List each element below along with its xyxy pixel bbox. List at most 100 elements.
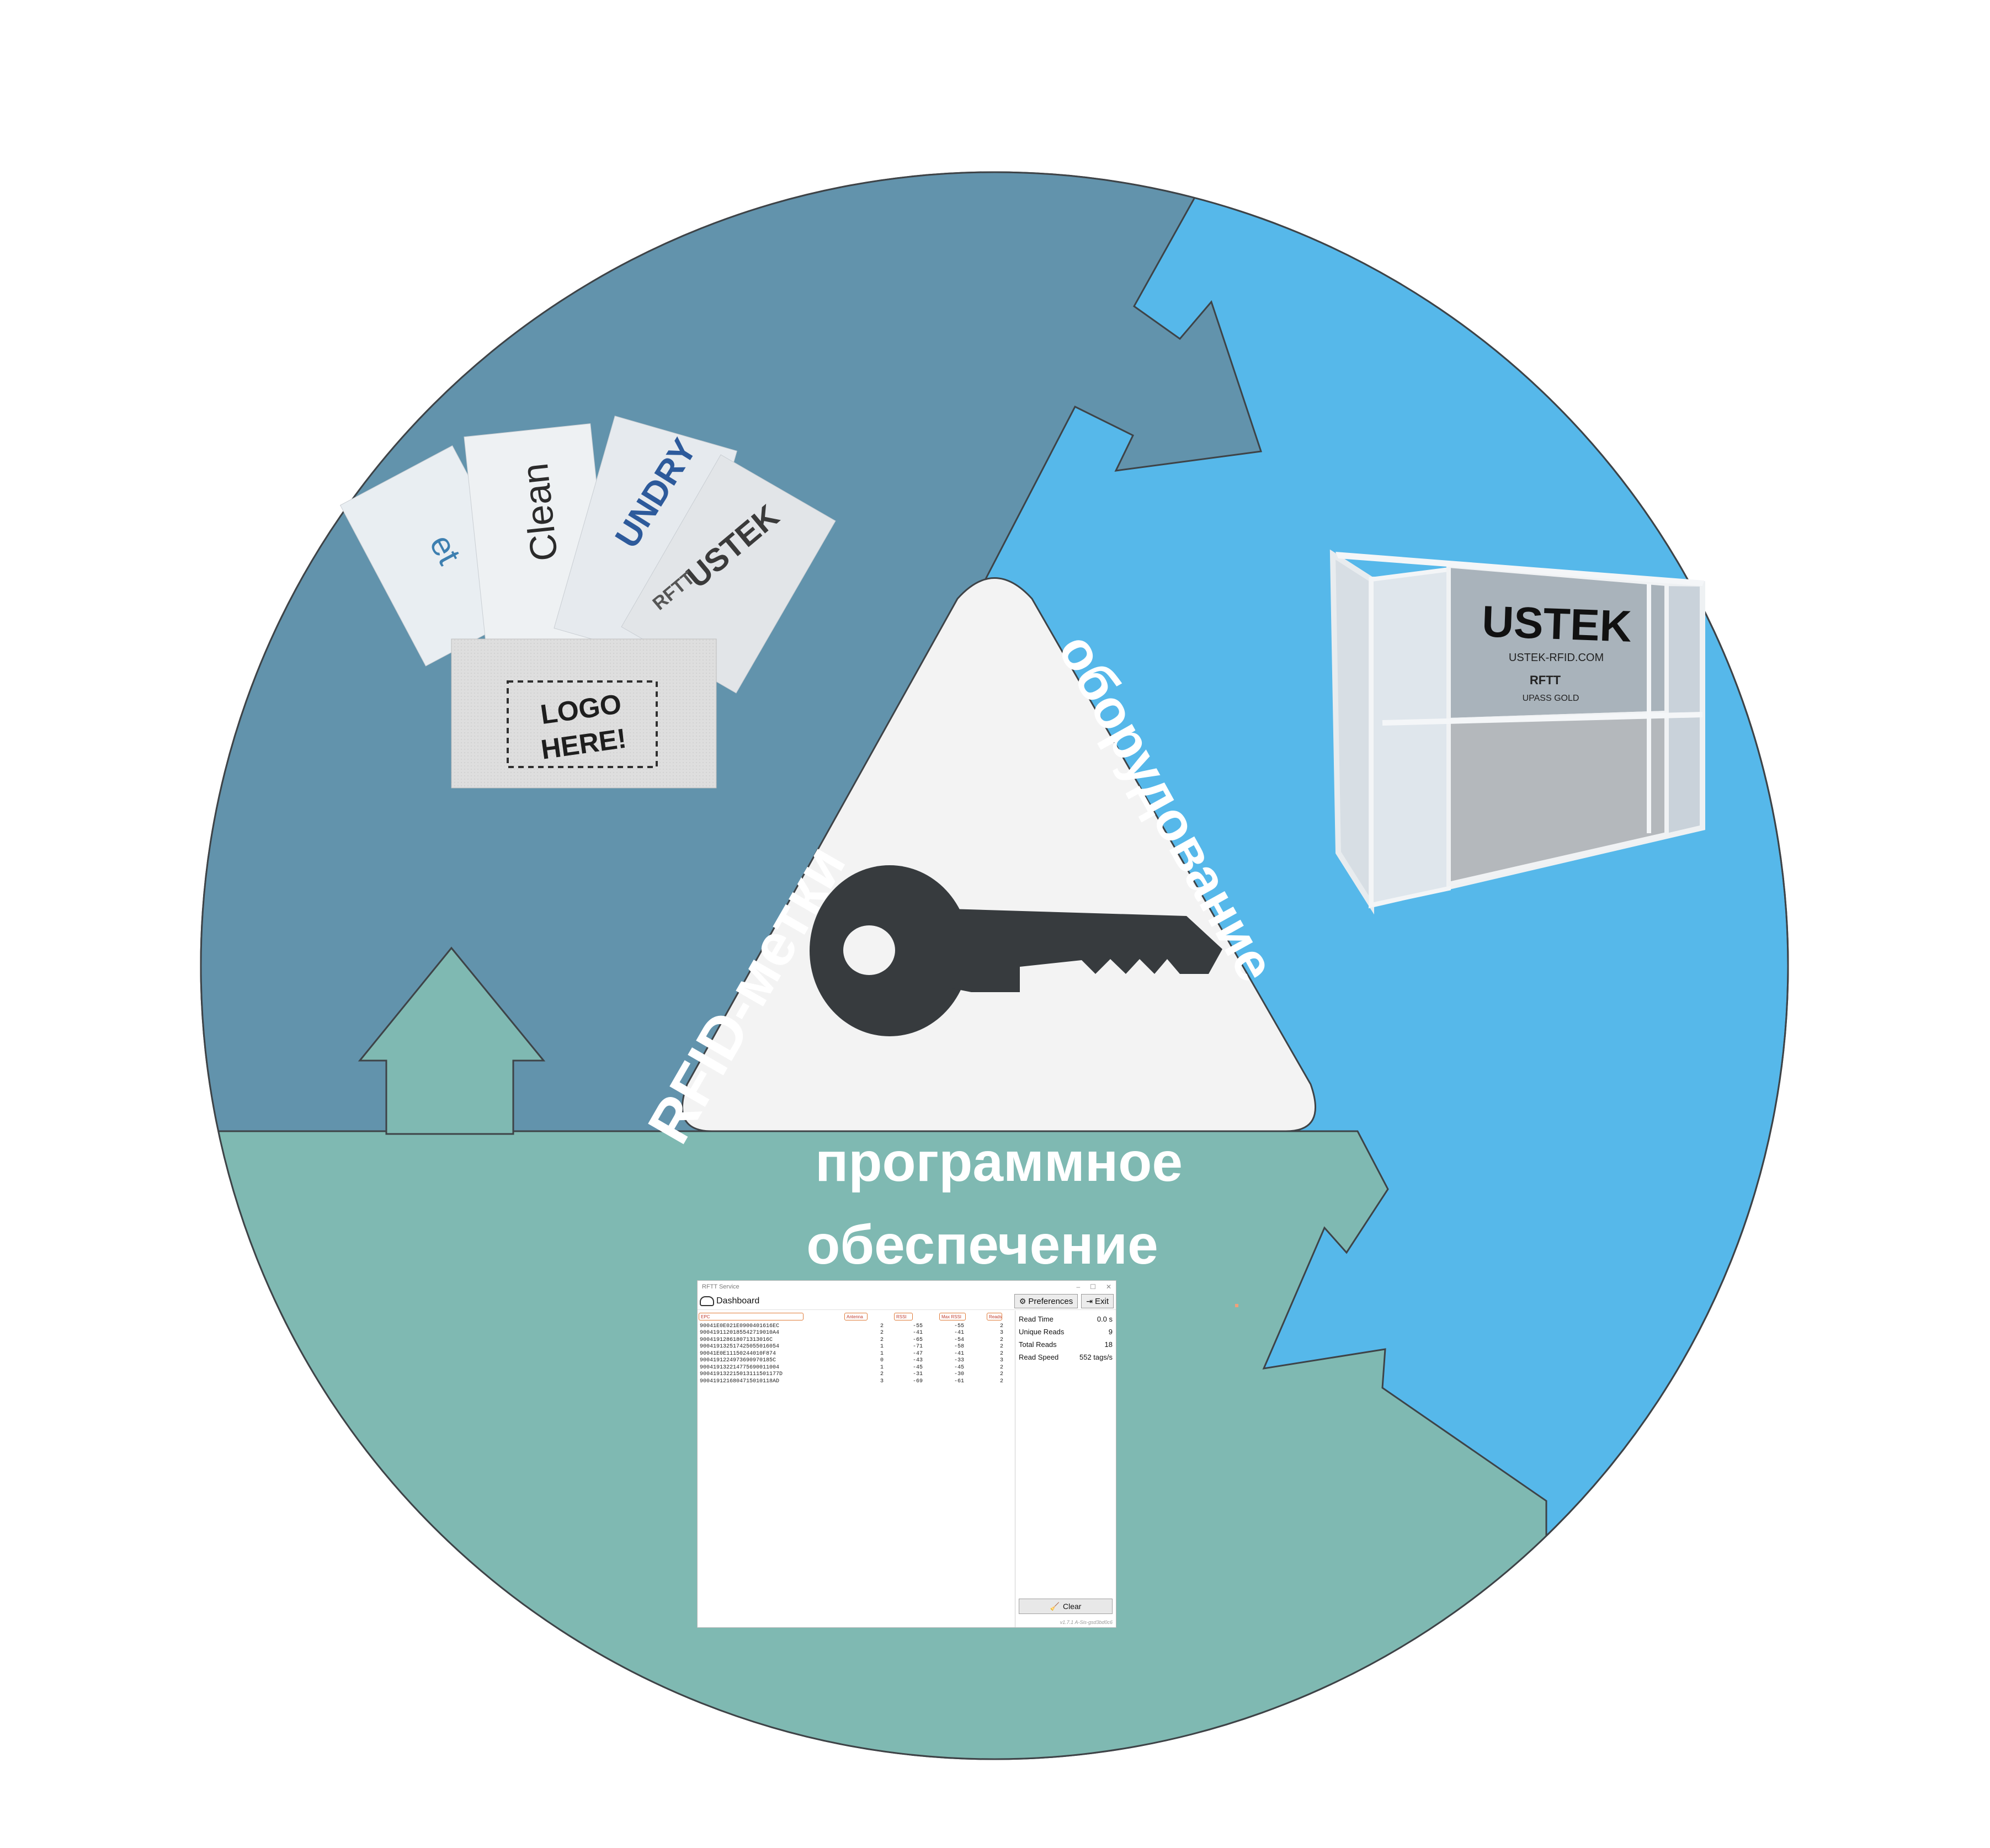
cell-antenna: 2 bbox=[880, 1330, 884, 1336]
cell-reads: 2 bbox=[999, 1364, 1003, 1371]
column-rssi[interactable]: RSSI bbox=[894, 1313, 913, 1320]
close-icon[interactable]: ✕ bbox=[1105, 1283, 1111, 1291]
cell-epc: 9004191216804715010118AD bbox=[700, 1378, 780, 1384]
label-software-line2: обеспечение bbox=[806, 1214, 1158, 1276]
cell-max-rssi: -58 bbox=[954, 1344, 964, 1350]
cell-antenna: 2 bbox=[880, 1336, 884, 1343]
column-reads[interactable]: Reads bbox=[987, 1313, 1002, 1320]
label-software-line1: программное bbox=[815, 1131, 1183, 1193]
cell-max-rssi: -61 bbox=[954, 1378, 964, 1384]
cell-rssi: -41 bbox=[912, 1330, 923, 1336]
window-titlebar: RFTT Service – ☐ ✕ bbox=[698, 1281, 1116, 1293]
cell-rssi: -43 bbox=[912, 1357, 923, 1364]
cell-epc: 900419132214775690011004 bbox=[700, 1364, 780, 1371]
cell-antenna: 3 bbox=[880, 1378, 884, 1384]
cell-reads: 2 bbox=[999, 1371, 1003, 1378]
cell-reads: 2 bbox=[999, 1323, 1003, 1329]
window-toolbar: Dashboard ⚙ Preferences ⇥ Exit bbox=[698, 1293, 1116, 1310]
table-row[interactable]: 9004191224973690970185C 0 -43 -33 3 bbox=[698, 1357, 1015, 1365]
minimize-icon[interactable]: – bbox=[1076, 1283, 1081, 1291]
cell-max-rssi: -55 bbox=[954, 1323, 964, 1329]
table-row[interactable]: 90041E0E021E0900401616EC 2 -55 -55 2 bbox=[698, 1323, 1015, 1330]
cell-antenna: 1 bbox=[880, 1350, 884, 1357]
column-max-rssi[interactable]: Max RSSI bbox=[939, 1313, 966, 1320]
key-icon bbox=[810, 865, 1222, 1036]
tag-text-clean: Clean bbox=[514, 461, 566, 563]
dashboard-label: Dashboard bbox=[716, 1296, 760, 1306]
table-row[interactable]: 900419128618071313016C 2 -65 -54 2 bbox=[698, 1336, 1015, 1344]
tag-table: EPC Antenna RSSI Max RSSI Reads 90041E0E… bbox=[698, 1311, 1015, 1627]
rfid-tags-photo: et Clean UNDRY USTEK RFTT LOGO HERE! bbox=[339, 416, 836, 789]
preferences-icon: ⚙ bbox=[1019, 1296, 1026, 1306]
stat-row: Read Speed 552 tags/s bbox=[1019, 1351, 1113, 1364]
cell-max-rssi: -54 bbox=[954, 1336, 964, 1343]
stat-row: Total Reads 18 bbox=[1019, 1338, 1113, 1351]
booth-model: UPASS GOLD bbox=[1523, 694, 1579, 703]
cell-max-rssi: -41 bbox=[954, 1350, 964, 1357]
cell-reads: 2 bbox=[999, 1336, 1003, 1343]
cell-antenna: 1 bbox=[880, 1344, 884, 1350]
dashboard-tab[interactable]: Dashboard bbox=[700, 1296, 1011, 1306]
cell-epc: 9004191120185542719010A4 bbox=[700, 1330, 780, 1336]
cell-max-rssi: -33 bbox=[954, 1357, 964, 1364]
maximize-icon[interactable]: ☐ bbox=[1090, 1283, 1096, 1291]
booth-brand: USTEK bbox=[1481, 597, 1632, 651]
table-row[interactable]: 9004191216804715010118AD 3 -69 -61 2 bbox=[698, 1378, 1015, 1385]
cell-rssi: -47 bbox=[912, 1350, 923, 1357]
table-header: EPC Antenna RSSI Max RSSI Reads bbox=[698, 1311, 1015, 1323]
preferences-button[interactable]: ⚙ Preferences bbox=[1014, 1294, 1078, 1308]
cell-max-rssi: -30 bbox=[954, 1371, 964, 1378]
cell-rssi: -45 bbox=[912, 1364, 923, 1371]
cell-epc: 900419132517425055016054 bbox=[700, 1344, 780, 1350]
cell-rssi: -31 bbox=[912, 1371, 923, 1378]
cell-reads: 2 bbox=[999, 1344, 1003, 1350]
stat-label: Unique Reads bbox=[1019, 1328, 1065, 1336]
software-to-tags-arrow bbox=[358, 946, 546, 1135]
stat-value: 18 bbox=[1104, 1340, 1113, 1349]
table-row[interactable]: 9004191120185542719010A4 2 -41 -41 3 bbox=[698, 1330, 1015, 1337]
booth-badge: RFTT bbox=[1530, 673, 1561, 687]
stat-value: 0.0 s bbox=[1097, 1315, 1113, 1323]
cell-antenna: 0 bbox=[880, 1357, 884, 1364]
cell-epc: 90041E0E021E0900401616EC bbox=[700, 1323, 780, 1329]
cell-reads: 3 bbox=[999, 1330, 1003, 1336]
version-text: v1.7.1 A-Sis-gsd3bd0c6 bbox=[1060, 1620, 1113, 1625]
booth-site: USTEK-RFID.COM bbox=[1509, 652, 1604, 664]
cell-epc: 900419132215013111501177D bbox=[700, 1371, 783, 1378]
cell-reads: 3 bbox=[999, 1357, 1003, 1364]
window-title: RFTT Service bbox=[702, 1284, 739, 1290]
software-window: RFTT Service – ☐ ✕ Dashboard ⚙ Preferenc… bbox=[697, 1280, 1116, 1628]
cell-antenna: 2 bbox=[880, 1323, 884, 1329]
column-epc[interactable]: EPC bbox=[699, 1313, 804, 1320]
cell-reads: 2 bbox=[999, 1378, 1003, 1384]
stat-label: Read Time bbox=[1019, 1315, 1053, 1323]
exit-button[interactable]: ⇥ Exit bbox=[1081, 1294, 1114, 1308]
cell-rssi: -65 bbox=[912, 1336, 923, 1343]
stat-value: 552 tags/s bbox=[1079, 1353, 1113, 1361]
cell-rssi: -55 bbox=[912, 1323, 923, 1329]
cell-antenna: 1 bbox=[880, 1364, 884, 1371]
exit-label: Exit bbox=[1094, 1296, 1109, 1306]
cell-max-rssi: -41 bbox=[954, 1330, 964, 1336]
cell-epc: 9004191224973690970185C bbox=[700, 1357, 776, 1364]
column-antenna[interactable]: Antenna bbox=[844, 1313, 868, 1320]
stat-label: Read Speed bbox=[1019, 1353, 1059, 1361]
clear-button[interactable]: 🧹 Clear bbox=[1019, 1599, 1113, 1614]
stat-row: Read Time 0.0 s bbox=[1019, 1313, 1113, 1325]
cell-epc: 900419128618071313016C bbox=[700, 1336, 773, 1343]
dashboard-icon bbox=[700, 1296, 714, 1306]
cell-reads: 2 bbox=[999, 1350, 1003, 1357]
preferences-label: Preferences bbox=[1028, 1296, 1073, 1306]
stat-label: Total Reads bbox=[1019, 1340, 1057, 1349]
cell-rssi: -69 bbox=[912, 1378, 923, 1384]
clear-label: Clear bbox=[1062, 1602, 1082, 1611]
rfid-booth-photo: USTEK USTEK-RFID.COM RFTT UPASS GOLD bbox=[1329, 549, 1705, 915]
